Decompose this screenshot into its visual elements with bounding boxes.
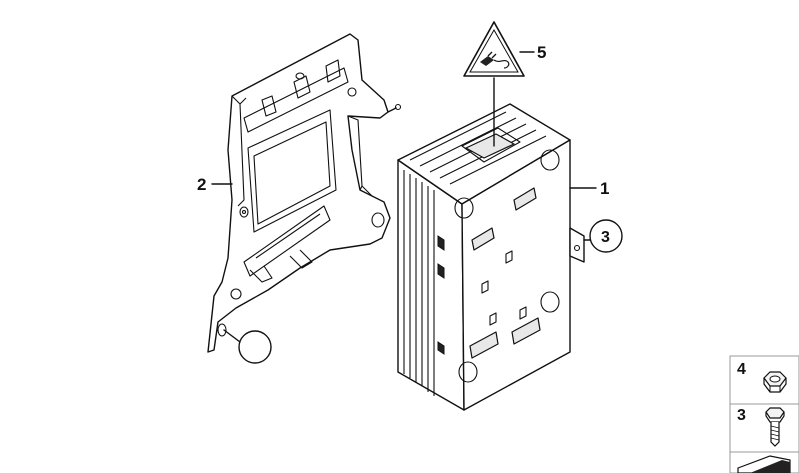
legend-item-num-2: 3	[737, 407, 746, 424]
callout-unit: 1	[600, 179, 609, 198]
hex-bolt-icon	[765, 407, 785, 447]
warning-label	[463, 21, 525, 77]
callout-circle-empty	[238, 330, 272, 364]
callout-bracket: 2	[197, 175, 206, 194]
control-unit	[397, 103, 585, 411]
legend-panel: 4 3	[729, 355, 799, 473]
legend-item-num-1: 4	[737, 361, 746, 378]
mounting-bracket	[207, 33, 402, 353]
clip-icon	[737, 455, 791, 473]
callout-circle-screw	[589, 219, 623, 253]
hex-nut-icon	[763, 371, 787, 393]
empty-callout-leader	[223, 329, 241, 343]
callout-warning: 5	[537, 43, 546, 62]
callout-screw: 3	[601, 229, 610, 246]
plug-warning-icon	[480, 51, 510, 69]
